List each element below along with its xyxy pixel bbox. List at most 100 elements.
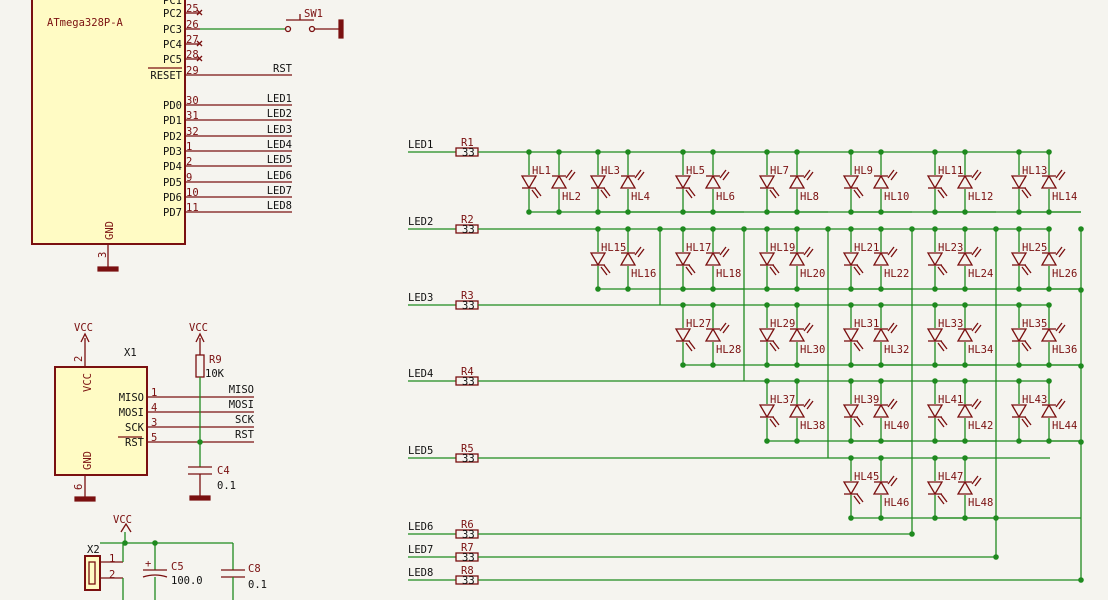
- led-ref-label: HL47: [938, 471, 963, 483]
- led-emission-arrow: [853, 187, 864, 199]
- x1-pin-name: MISO: [119, 392, 144, 404]
- mcu-pin-number: 2: [186, 156, 192, 168]
- junction-dot: [1046, 302, 1052, 308]
- led-emission-arrow: [1021, 264, 1032, 276]
- switch-contact: [284, 25, 292, 33]
- led-symbol: [674, 328, 692, 343]
- junction-dot: [710, 302, 716, 308]
- mcu-net-label: LED7: [267, 185, 292, 197]
- junction-dot: [878, 378, 884, 384]
- junction-dot: [932, 378, 938, 384]
- ground-symbol: [189, 495, 211, 501]
- junction-dot: [878, 226, 884, 232]
- junction-dot: [962, 302, 968, 308]
- led-ref-label: HL46: [884, 497, 909, 509]
- led-ref-label: HL36: [1052, 344, 1077, 356]
- mcu-pin-name: PC2: [163, 8, 182, 20]
- led-emission-arrow: [1021, 340, 1032, 352]
- mcu-pin-name: PC1: [163, 0, 182, 7]
- mcu-pin-name: PD0: [163, 100, 182, 112]
- led-symbol: [1010, 404, 1028, 419]
- led-ref-label: HL34: [968, 344, 993, 356]
- row-resistor-ref: R4: [461, 366, 474, 378]
- led-ref-label: HL14: [1052, 191, 1077, 203]
- x2-pins: [88, 561, 96, 585]
- led-ref-label: HL23: [938, 242, 963, 254]
- row-net-label: LED4: [408, 368, 433, 380]
- led-emission-arrow: [634, 246, 645, 258]
- r9-resistor: [195, 354, 205, 378]
- led-ref-label: HL20: [800, 268, 825, 280]
- row-net-label: LED6: [408, 521, 433, 533]
- mcu-pin-number: 29: [186, 65, 199, 77]
- led-emission-arrow: [937, 264, 948, 276]
- mcu-gnd-pin-number: 3: [97, 252, 109, 258]
- led-emission-arrow: [853, 340, 864, 352]
- led-emission-arrow: [1055, 246, 1066, 258]
- junction-dot: [764, 302, 770, 308]
- x1-body: [54, 366, 148, 476]
- x1-net-label: MOSI: [229, 399, 254, 411]
- led-symbol: [1010, 175, 1028, 190]
- led-ref-label: HL42: [968, 420, 993, 432]
- led-emission-arrow: [1055, 322, 1066, 334]
- led-ref-label: HL35: [1022, 318, 1047, 330]
- led-emission-arrow: [803, 246, 814, 258]
- led-ref-label: HL17: [686, 242, 711, 254]
- led-emission-arrow: [937, 493, 948, 505]
- led-emission-arrow: [971, 398, 982, 410]
- led-ref-label: HL45: [854, 471, 879, 483]
- mcu-pin-name: PD4: [163, 161, 182, 173]
- row-net-label: LED8: [408, 567, 433, 579]
- no-connect-mark: [196, 9, 203, 16]
- mcu-name-label: ATmega328P-A: [47, 17, 124, 29]
- junction-dot: [993, 554, 999, 560]
- led-symbol: [704, 327, 722, 342]
- junction-dot: [878, 149, 884, 155]
- x1-pin-number: 5: [151, 432, 157, 444]
- led-ref-label: HL41: [938, 394, 963, 406]
- no-connect-mark: [196, 40, 203, 47]
- led-ref-label: HL6: [716, 191, 735, 203]
- mcu-pin-number: 1: [186, 141, 192, 153]
- sw1-label: SW1: [304, 8, 323, 20]
- junction-dot: [556, 149, 562, 155]
- junction-dot: [1078, 363, 1084, 369]
- mcu-body: [31, 0, 186, 245]
- junction-dot: [794, 226, 800, 232]
- r9-ref-label: R9: [209, 354, 222, 366]
- led-symbol: [550, 174, 568, 189]
- mcu-gnd-label: GND: [104, 221, 116, 240]
- vcc-label: VCC: [189, 322, 208, 334]
- led-ref-label: HL18: [716, 268, 741, 280]
- mcu-pin-name: PC4: [163, 39, 182, 51]
- led-ref-label: HL28: [716, 344, 741, 356]
- junction-dot: [595, 149, 601, 155]
- c4-ref-label: C4: [217, 465, 230, 477]
- row-resistor-ref: R6: [461, 519, 474, 531]
- led-emission-arrow: [887, 398, 898, 410]
- c8-ref-label: C8: [248, 563, 261, 575]
- led-symbol: [674, 175, 692, 190]
- row-net-label: LED2: [408, 216, 433, 228]
- led-emission-arrow: [853, 416, 864, 428]
- led-symbol: [788, 327, 806, 342]
- junction-dot: [932, 226, 938, 232]
- rst-net-label: RST: [273, 63, 293, 75]
- x1-pin-number: 1: [151, 387, 157, 399]
- led-emission-arrow: [719, 169, 730, 181]
- led-ref-label: HL48: [968, 497, 993, 509]
- junction-dot: [993, 515, 999, 521]
- x1-net-label: SCK: [235, 414, 255, 426]
- x1-pin-name: RST: [125, 437, 145, 449]
- mcu-net-label: LED4: [267, 139, 292, 151]
- x1-pin-name: SCK: [125, 422, 145, 434]
- led-ref-label: HL21: [854, 242, 879, 254]
- row-resistor-value: 33: [462, 529, 475, 541]
- row-resistor-value: 33: [462, 300, 475, 312]
- led-emission-arrow: [685, 340, 696, 352]
- led-emission-arrow: [887, 475, 898, 487]
